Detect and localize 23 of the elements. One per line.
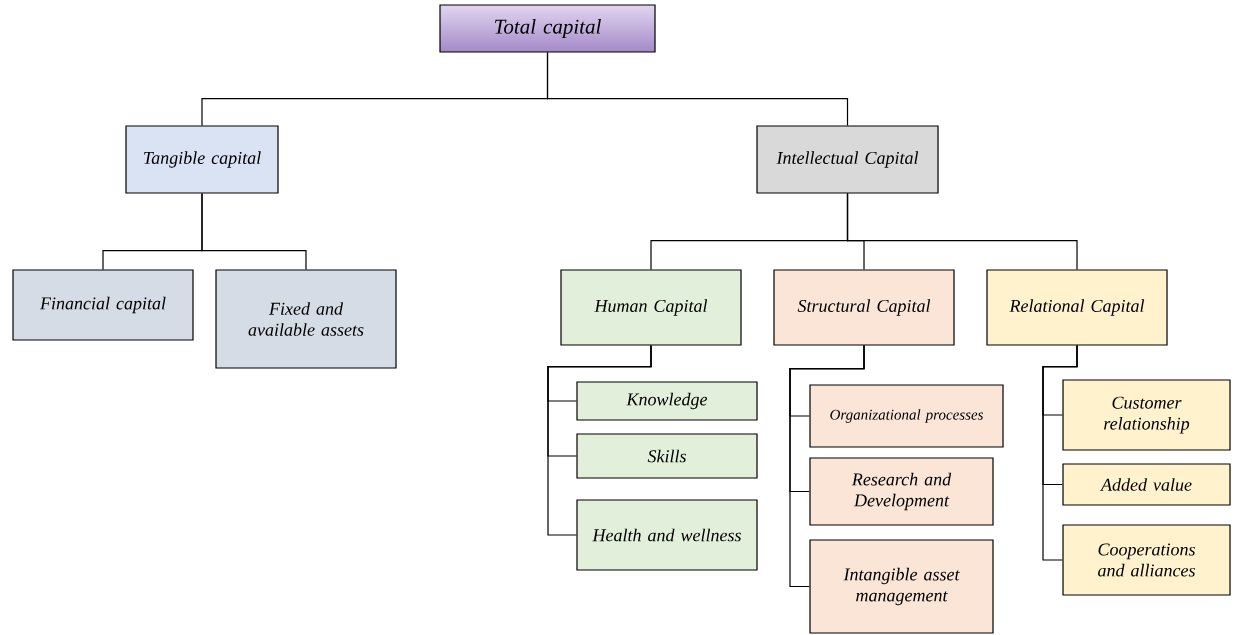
box: Total capital xyxy=(439,4,656,53)
box: Added value xyxy=(1062,463,1231,506)
box: Organizational processes xyxy=(809,384,1004,448)
connector xyxy=(789,345,865,588)
box: Financial capital xyxy=(12,269,194,341)
connector xyxy=(546,52,849,126)
box: Intangible asset management xyxy=(809,539,994,634)
box: Health and wellness xyxy=(576,499,758,571)
box: Knowledge xyxy=(576,381,758,421)
connector xyxy=(1042,345,1078,561)
box: Tangible capital xyxy=(125,125,279,194)
box: Research and Development xyxy=(809,457,994,526)
box: Relational Capital xyxy=(986,269,1168,346)
connector xyxy=(547,345,652,536)
connector xyxy=(201,193,307,270)
box: Fixed and available assets xyxy=(215,269,397,369)
box: Skills xyxy=(576,433,758,479)
box: Cooperations and alliances xyxy=(1062,524,1231,596)
box: Customer relationship xyxy=(1062,379,1231,451)
connector xyxy=(846,193,1078,270)
box: Intellectual Capital xyxy=(756,125,939,194)
box: Structural Capital xyxy=(773,269,955,346)
box: Human Capital xyxy=(560,269,742,346)
